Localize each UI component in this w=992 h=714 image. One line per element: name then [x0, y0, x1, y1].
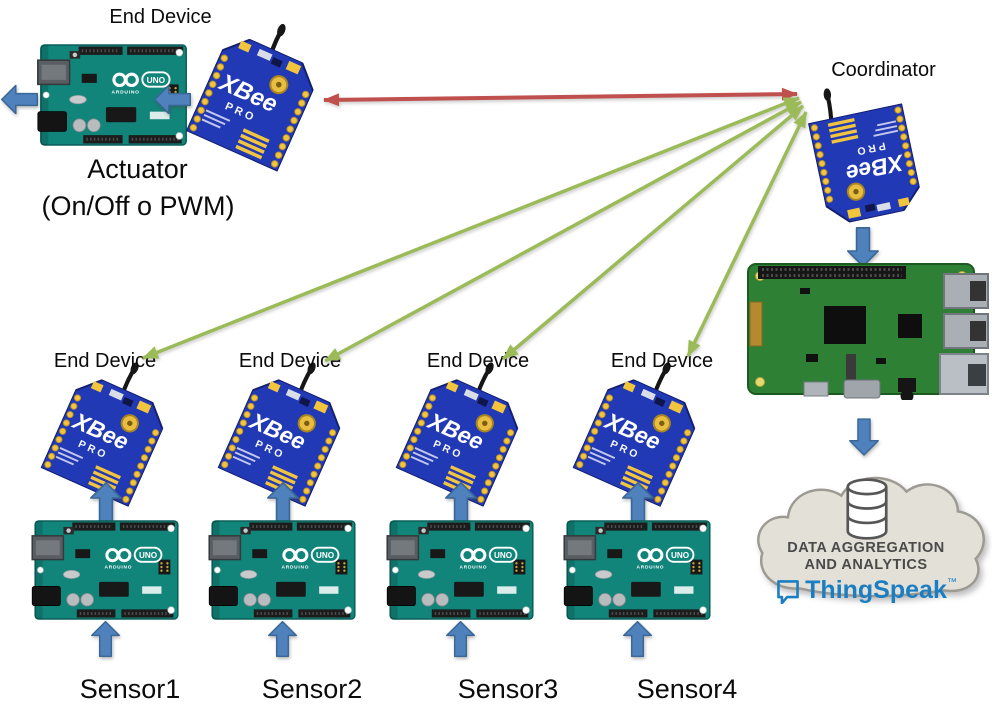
thingspeak-logo: ThingSpeak ™ [760, 576, 972, 605]
arduino-board-sensor4 [562, 518, 712, 622]
left-arrow-icon [1, 83, 38, 116]
sensor1-label: Sensor1 [79, 674, 181, 704]
cloud-caption-line2: AND ANALYTICS [804, 557, 928, 573]
xbee-module-coordinator [808, 103, 924, 227]
thingspeak-brand-text: ThingSpeak [805, 576, 947, 604]
actuator-subtitle: (On/Off o PWM) [41, 191, 235, 221]
down-arrow-icon [849, 416, 879, 458]
thingspeak-trademark: ™ [946, 577, 957, 588]
end-device-label-sensor4: End Device [610, 350, 714, 372]
up-arrow-icon [445, 482, 477, 522]
up-arrow-icon [267, 482, 299, 522]
sensor-column-3: End Device Sensor3 [375, 0, 558, 714]
end-device-label-actuator: End Device [109, 6, 212, 28]
up-arrow-icon [268, 620, 297, 658]
end-device-label-sensor1: End Device [53, 350, 157, 372]
up-arrow-icon [446, 620, 475, 658]
up-arrow-icon [91, 620, 120, 658]
sensor2-label: Sensor2 [261, 674, 363, 704]
arduino-board-sensor2 [207, 518, 357, 622]
thingspeak-bubble-icon [775, 578, 801, 604]
up-arrow-icon [622, 482, 654, 522]
coordinator-label: Coordinator [831, 59, 936, 81]
up-arrow-icon [623, 620, 652, 658]
sensor-column-1: End Device Sensor1 [20, 0, 190, 714]
raspberry-pi-board [746, 258, 990, 400]
arduino-board-sensor1 [30, 518, 180, 622]
database-icon [842, 476, 892, 542]
sensor-column-4: End Device Sensor4 [552, 0, 737, 714]
end-device-label-sensor2: End Device [238, 350, 342, 372]
cloud-caption-line1: DATA AGGREGATION [787, 540, 945, 556]
left-arrow-icon [154, 83, 191, 116]
sensor3-label: Sensor3 [457, 674, 559, 704]
end-device-label-sensor3: End Device [426, 350, 530, 372]
arduino-board-sensor3 [385, 518, 535, 622]
up-arrow-icon [90, 482, 122, 522]
sensor4-label: Sensor4 [636, 674, 738, 704]
actuator-title: Actuator [87, 154, 188, 184]
